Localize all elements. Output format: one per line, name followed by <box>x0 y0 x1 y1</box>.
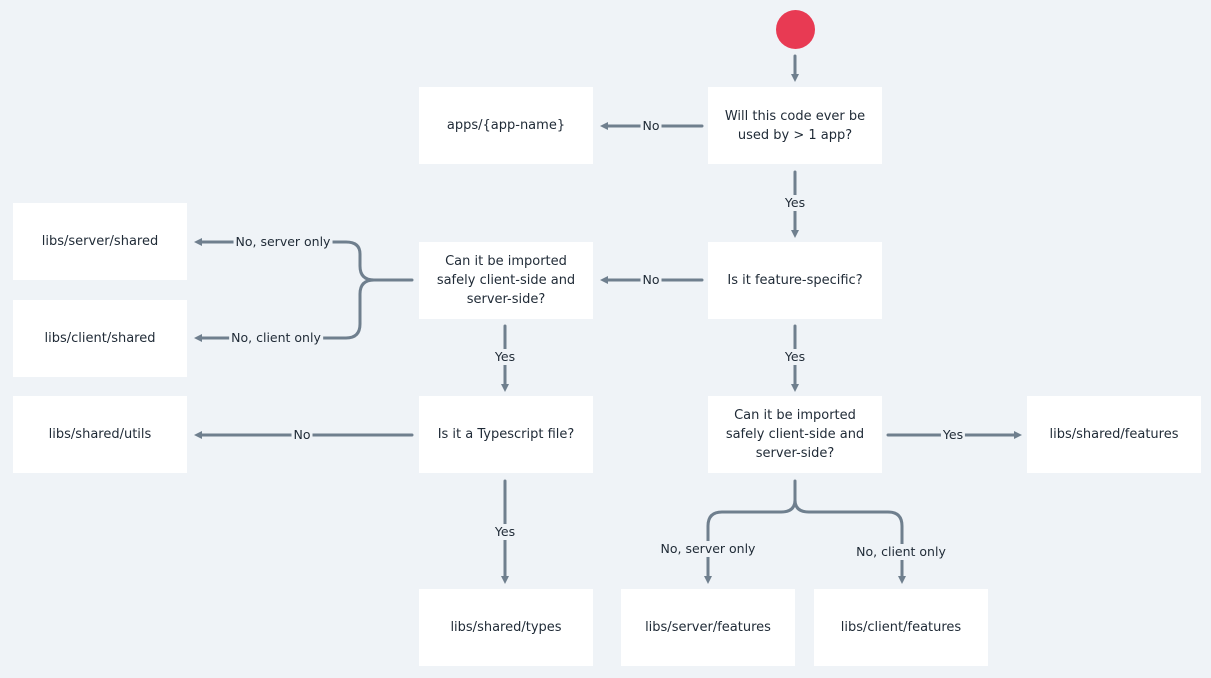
question-import-left: Can it be imported safely client-side an… <box>419 242 593 319</box>
question-typescript: Is it a Typescript file? <box>419 396 593 473</box>
node-libs-server-features: libs/server/features <box>621 589 795 666</box>
node-apps-app-name: apps/{app-name} <box>419 87 593 164</box>
node-libs-shared-utils: libs/shared/utils <box>13 396 187 473</box>
edge-label-left-client-only: No, client only <box>229 330 323 346</box>
edge-label-ts-yes: Yes <box>492 524 518 540</box>
node-libs-shared-types: libs/shared/types <box>419 589 593 666</box>
edge-label-feature-yes: Yes <box>782 349 808 365</box>
arrow-q3-client-only <box>194 278 376 342</box>
arrow-q5-client-only <box>793 498 906 584</box>
edge-label-right-client-only: No, client only <box>854 544 948 560</box>
edge-label-left-server-only: No, server only <box>233 234 333 250</box>
node-libs-shared-features: libs/shared/features <box>1027 396 1201 473</box>
question-import-right: Can it be imported safely client-side an… <box>708 396 882 473</box>
node-libs-client-features: libs/client/features <box>814 589 988 666</box>
node-libs-server-shared: libs/server/shared <box>13 203 187 280</box>
edge-label-multi-yes: Yes <box>782 195 808 211</box>
question-multi-app: Will this code ever be used by > 1 app? <box>708 87 882 164</box>
question-feature-specific: Is it feature-specific? <box>708 242 882 319</box>
edge-label-right-yes: Yes <box>940 427 966 443</box>
edge-label-feature-no: No <box>640 272 662 288</box>
edge-label-right-server-only: No, server only <box>658 541 758 557</box>
start-node <box>776 10 815 49</box>
edge-label-multi-no: No <box>640 118 662 134</box>
node-libs-client-shared: libs/client/shared <box>13 300 187 377</box>
arrow-q5-server-only <box>704 479 797 584</box>
edge-label-left-yes: Yes <box>492 349 518 365</box>
edge-label-ts-no: No <box>291 427 313 443</box>
